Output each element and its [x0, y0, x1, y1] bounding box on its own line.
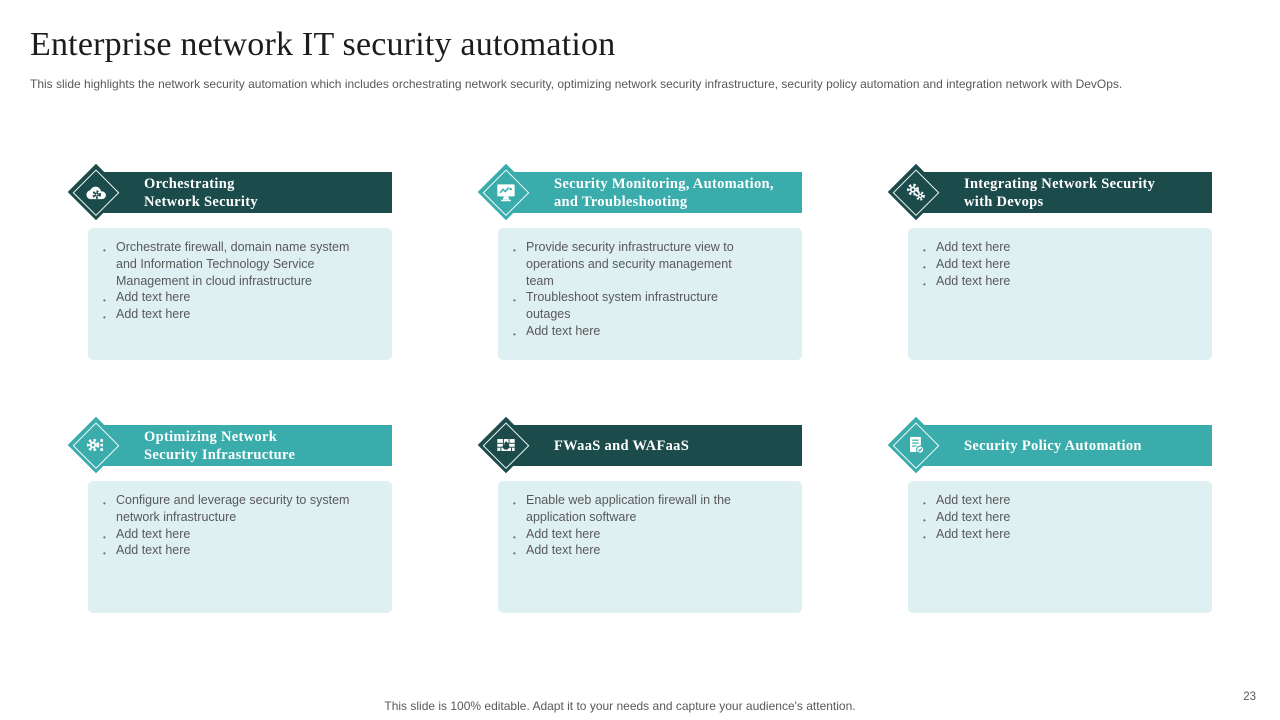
bullet-item: Add text here [510, 542, 760, 563]
bullet-list: Add text here Add text here Add text her… [908, 481, 1212, 547]
bullet-list: Enable web application firewall in the a… [498, 481, 802, 563]
card-optimizing-network-security: Optimizing Network Security Infrastructu… [67, 416, 392, 615]
card-title-line: Security Infrastructure [144, 446, 296, 463]
card-security-monitoring: Security Monitoring, Automation, and Tro… [477, 163, 802, 362]
bullet-item: Add text here [510, 526, 760, 547]
card-header: Orchestrating Network Security [98, 172, 392, 213]
footer-note: This slide is 100% editable. Adapt it to… [384, 699, 856, 713]
page-title: Enterprise network IT security automatio… [30, 26, 616, 63]
gear-list-icon [83, 432, 109, 458]
card-header: Security Policy Automation [918, 425, 1212, 466]
bullet-item: Add text here [100, 526, 350, 547]
bullet-item: Orchestrate firewall, domain name system… [100, 239, 350, 289]
page-subtitle: This slide highlights the network securi… [30, 77, 1123, 91]
document-check-icon [903, 432, 929, 458]
card-body: Provide security infrastructure view to … [498, 228, 802, 360]
bullet-item: Provide security infrastructure view to … [510, 239, 760, 289]
card-header: Optimizing Network Security Infrastructu… [98, 425, 392, 466]
card-header: Integrating Network Security with Devops [918, 172, 1212, 213]
card-body: Orchestrate firewall, domain name system… [88, 228, 392, 360]
card-title-line: FWaaS and WAFaaS [554, 437, 690, 454]
gears-icon [903, 179, 929, 205]
page-number: 23 [1243, 691, 1256, 703]
bullet-item: Add text here [920, 492, 1170, 513]
card-title-line: with Devops [964, 193, 1044, 210]
bullet-item: Add text here [920, 239, 1170, 260]
card-body: Add text here Add text here Add text her… [908, 481, 1212, 613]
card-header: FWaaS and WAFaaS [508, 425, 802, 466]
cloud-gear-icon [83, 179, 109, 205]
bullet-item: Add text here [100, 542, 350, 563]
card-title-line: Optimizing Network [144, 428, 278, 445]
bullet-list: Provide security infrastructure view to … [498, 228, 802, 344]
firewall-icon [493, 432, 519, 458]
bullet-list: Add text here Add text here Add text her… [908, 228, 1212, 294]
card-orchestrating-network-security: Orchestrating Network Security Orchestra… [67, 163, 392, 362]
card-body: Configure and leverage security to syste… [88, 481, 392, 613]
card-integrating-network-security: Integrating Network Security with Devops… [887, 163, 1212, 362]
card-title-line: Security Monitoring, Automation, [554, 175, 774, 192]
bullet-item: Troubleshoot system infrastructure outag… [510, 289, 760, 323]
bullet-item: Add text here [510, 323, 760, 344]
bullet-item: Add text here [920, 273, 1170, 294]
card-title-line: Integrating Network Security [964, 175, 1156, 192]
card-fwaas-wafaas: FWaaS and WAFaaS Enable web application … [477, 416, 802, 615]
bullet-item: Configure and leverage security to syste… [100, 492, 350, 526]
bullet-item: Add text here [920, 526, 1170, 547]
bullet-item: Add text here [920, 256, 1170, 277]
monitor-chart-icon [493, 179, 519, 205]
bullet-item: Add text here [920, 509, 1170, 530]
card-security-policy-automation: Security Policy Automation Add text here… [887, 416, 1212, 615]
bullet-item: Add text here [100, 306, 350, 327]
card-title-line: and Troubleshooting [554, 193, 688, 210]
bullet-list: Orchestrate firewall, domain name system… [88, 228, 392, 327]
card-title-line: Orchestrating [144, 175, 235, 192]
bullet-item: Enable web application firewall in the a… [510, 492, 760, 526]
card-title-line: Security Policy Automation [964, 437, 1142, 454]
card-body: Add text here Add text here Add text her… [908, 228, 1212, 360]
card-title-line: Network Security [144, 193, 258, 210]
card-header: Security Monitoring, Automation, and Tro… [508, 172, 802, 213]
bullet-list: Configure and leverage security to syste… [88, 481, 392, 563]
bullet-item: Add text here [100, 289, 350, 310]
card-body: Enable web application firewall in the a… [498, 481, 802, 613]
